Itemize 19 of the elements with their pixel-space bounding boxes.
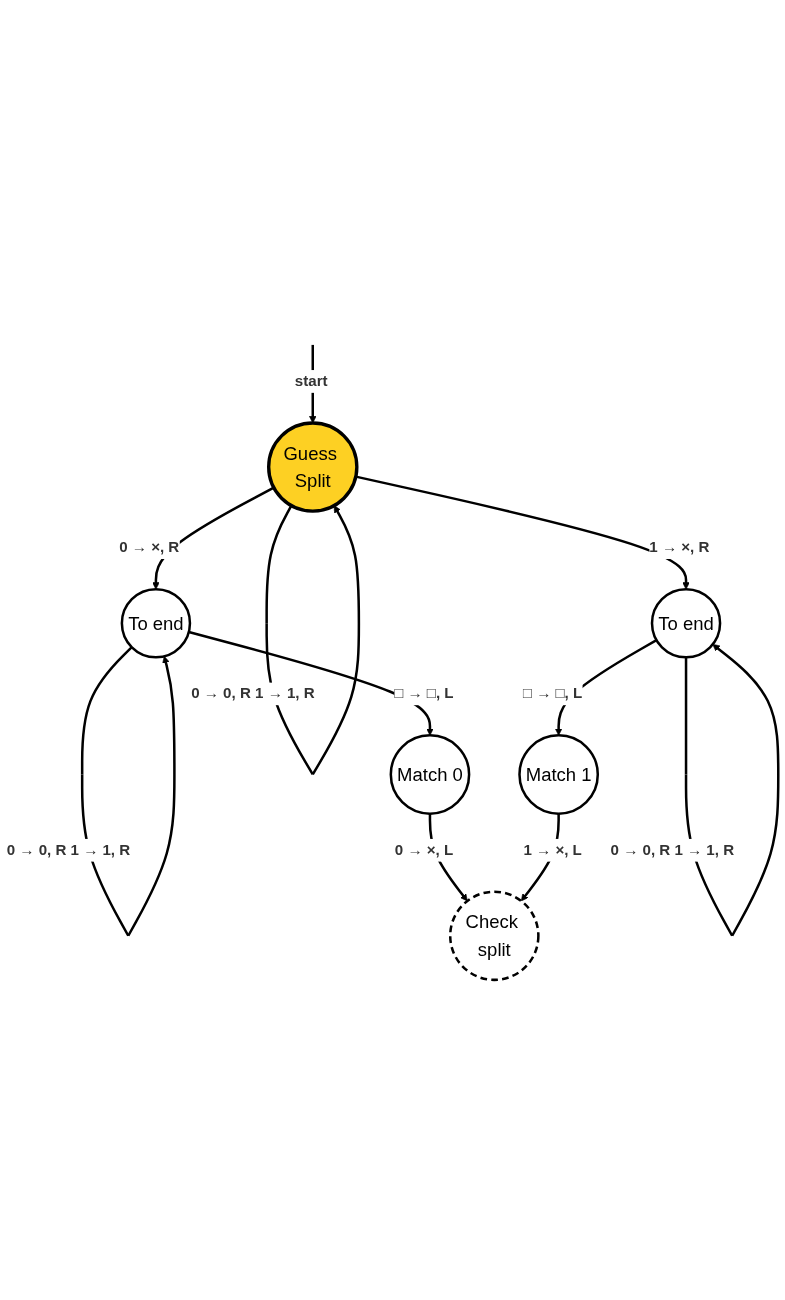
arrow <box>188 631 434 736</box>
edge-label: start <box>294 372 328 390</box>
arrow <box>80 646 176 937</box>
node-circle: Match 0 <box>389 734 471 816</box>
edge-label: 0 → 0, R 1 → 1, R <box>6 841 131 859</box>
node-circle: Match 1 <box>518 734 600 816</box>
node-circle: To end <box>650 588 722 659</box>
edge-label: □ → □, L <box>522 685 583 702</box>
node-circle: To end <box>120 588 192 659</box>
node-circle: Guess Split <box>267 421 359 513</box>
node-circle: Check split <box>448 890 540 982</box>
edge-label: 0 → 0, R 1 → 1, R <box>191 685 315 702</box>
edge-label: □ → □, L <box>394 685 454 702</box>
edge-label: 0 → ×, L <box>394 841 454 859</box>
edge-label: 1 → ×, R <box>649 539 710 556</box>
arrow <box>684 644 780 937</box>
edge-label: 1 → ×, L <box>523 841 582 859</box>
edge-label: 0 → ×, R <box>119 539 180 556</box>
edge-label: 0 → 0, R 1 → 1, R <box>610 841 735 859</box>
